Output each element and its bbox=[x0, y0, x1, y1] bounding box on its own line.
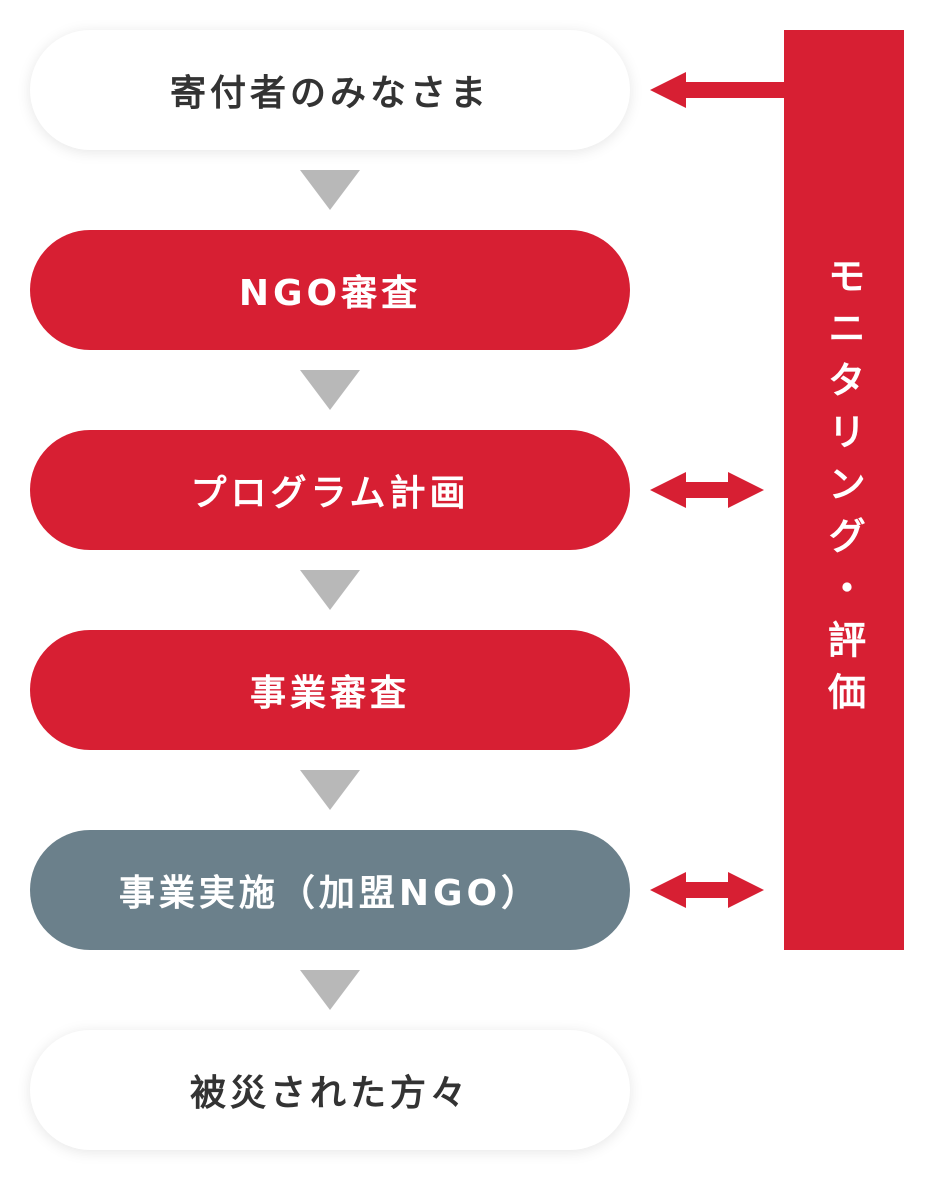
double-arrow-icon bbox=[650, 872, 764, 908]
step-ngo-review-label: NGO審査 bbox=[238, 273, 422, 314]
monitoring-label: モニタリング・評価 bbox=[821, 256, 866, 724]
step-project-review-label: 事業審査 bbox=[249, 673, 410, 714]
step-implementation: 事業実施（加盟NGO） bbox=[30, 830, 630, 950]
step-implementation-label: 事業実施（加盟NGO） bbox=[118, 873, 542, 914]
step-program-planning: プログラム計画 bbox=[30, 430, 630, 550]
down-arrow-icon bbox=[300, 970, 360, 1010]
down-arrow-icon bbox=[300, 370, 360, 410]
step-donors-label: 寄付者のみなさま bbox=[169, 73, 490, 114]
left-arrow-icon bbox=[650, 72, 786, 108]
step-beneficiaries-label: 被災された方々 bbox=[189, 1073, 470, 1114]
double-arrow-icon bbox=[650, 472, 764, 508]
step-program-planning-label: プログラム計画 bbox=[190, 473, 470, 514]
step-ngo-review: NGO審査 bbox=[30, 230, 630, 350]
down-arrow-icon bbox=[300, 570, 360, 610]
step-project-review: 事業審査 bbox=[30, 630, 630, 750]
down-arrow-icon bbox=[300, 770, 360, 810]
step-beneficiaries: 被災された方々 bbox=[30, 1030, 630, 1150]
step-donors: 寄付者のみなさま bbox=[30, 30, 630, 150]
down-arrow-icon bbox=[300, 170, 360, 210]
monitoring-bar: モニタリング・評価 bbox=[784, 30, 904, 950]
